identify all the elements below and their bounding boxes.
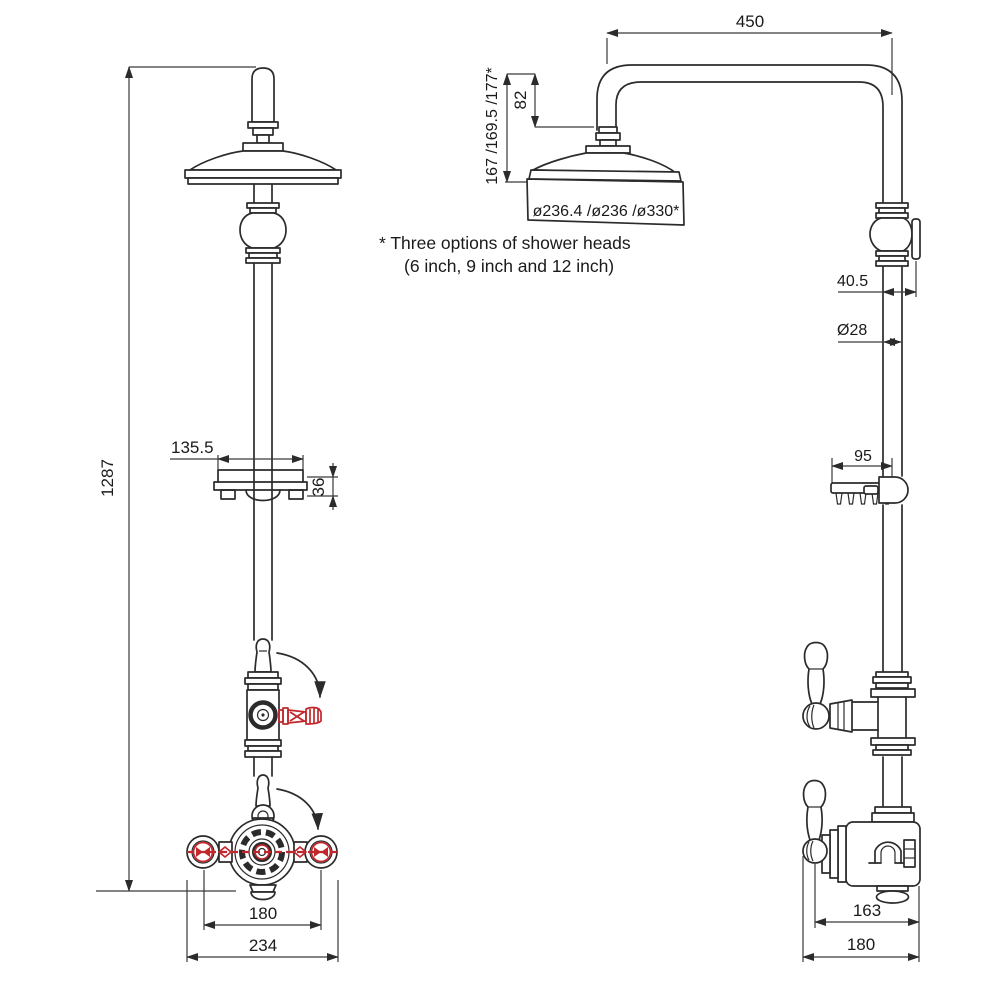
- thermostatic-valve-front: [186, 817, 338, 901]
- diverter-lever-side: [803, 641, 829, 705]
- valve-front-detail: [874, 841, 902, 864]
- dim-label-shelf-depth: 36: [309, 478, 328, 497]
- dim-overall-width: 234: [186, 880, 339, 962]
- handset-cradle: [830, 476, 909, 505]
- note: * Three options of shower heads (6 inch,…: [379, 233, 631, 276]
- soap-dish: 135.5 36: [170, 438, 338, 510]
- dim-label-wall-offset: 40.5: [837, 273, 868, 290]
- diverter-handle-red: [278, 706, 322, 725]
- dim-label-inlet-centers: 180: [249, 904, 277, 923]
- diverter-port: [248, 700, 278, 730]
- wall-bracket: [911, 218, 921, 260]
- dim-head-height: 167 /169.5 /177*: [484, 67, 535, 185]
- valve-outlet-front: [249, 884, 277, 893]
- rotation-arrow-lower: [276, 788, 324, 831]
- dim-label-pipe-diameter: Ø28: [837, 322, 867, 339]
- dim-label-arm-reach: 450: [736, 12, 764, 31]
- diverter-lever-front: [254, 638, 272, 673]
- side-view: 450 82 167 /169.5 /177*: [484, 12, 921, 962]
- dim-label-head-diameters: ø236.4 /ø236 /ø330*: [533, 203, 680, 220]
- front-view: 1287: [96, 66, 342, 962]
- dim-label-overall-width: 234: [249, 936, 277, 955]
- dim-inlet-centers: 180: [203, 870, 322, 930]
- red-centerline-markings: [187, 841, 337, 863]
- shower-head-side: ø236.4 /ø236 /ø330*: [526, 152, 685, 226]
- head-handle-front: [247, 67, 279, 144]
- rotation-arrow-upper: [276, 652, 326, 699]
- dim-label-overall-height: 1287: [98, 459, 117, 497]
- note-line-2: (6 inch, 9 inch and 12 inch): [404, 256, 614, 276]
- dim-arm-drop: 82: [507, 73, 594, 128]
- shower-head-front: [184, 142, 342, 185]
- dim-pipe-diameter: Ø28: [837, 322, 902, 347]
- dim-label-valve-depth: 163: [853, 901, 881, 920]
- dim-label-shelf-width: 135.5: [171, 438, 214, 457]
- dim-overall-height: 1287: [96, 66, 256, 892]
- dim-arm-reach: 450: [606, 12, 893, 95]
- dim-label-cradle-width: 95: [854, 448, 872, 465]
- valve-lever-side: [802, 779, 827, 841]
- diverter-side: [802, 641, 916, 756]
- dim-shelf-depth: 36: [307, 463, 338, 510]
- diverter-front: [244, 638, 326, 777]
- note-line-1: * Three options of shower heads: [379, 233, 631, 253]
- arm-connector: [585, 126, 631, 154]
- riser-pipe-front: [253, 183, 273, 641]
- dim-label-head-height: 167 /169.5 /177*: [484, 67, 501, 184]
- dim-cradle-width: 95: [831, 448, 893, 484]
- riser-ornament-front: [239, 202, 287, 264]
- dim-shelf-width: 135.5: [170, 438, 304, 470]
- shower-arm: [596, 64, 903, 204]
- dim-label-valve-height: 180: [847, 935, 875, 954]
- riser-ornament-side: [869, 202, 921, 267]
- valve-side: [802, 779, 921, 904]
- dim-valve-height: 180: [802, 856, 920, 962]
- dim-label-arm-drop: 82: [511, 91, 530, 110]
- dim-valve-depth: 163: [814, 864, 920, 928]
- riser-pipe-side: [882, 265, 903, 808]
- dim-wall-offset: 40.5: [837, 261, 917, 297]
